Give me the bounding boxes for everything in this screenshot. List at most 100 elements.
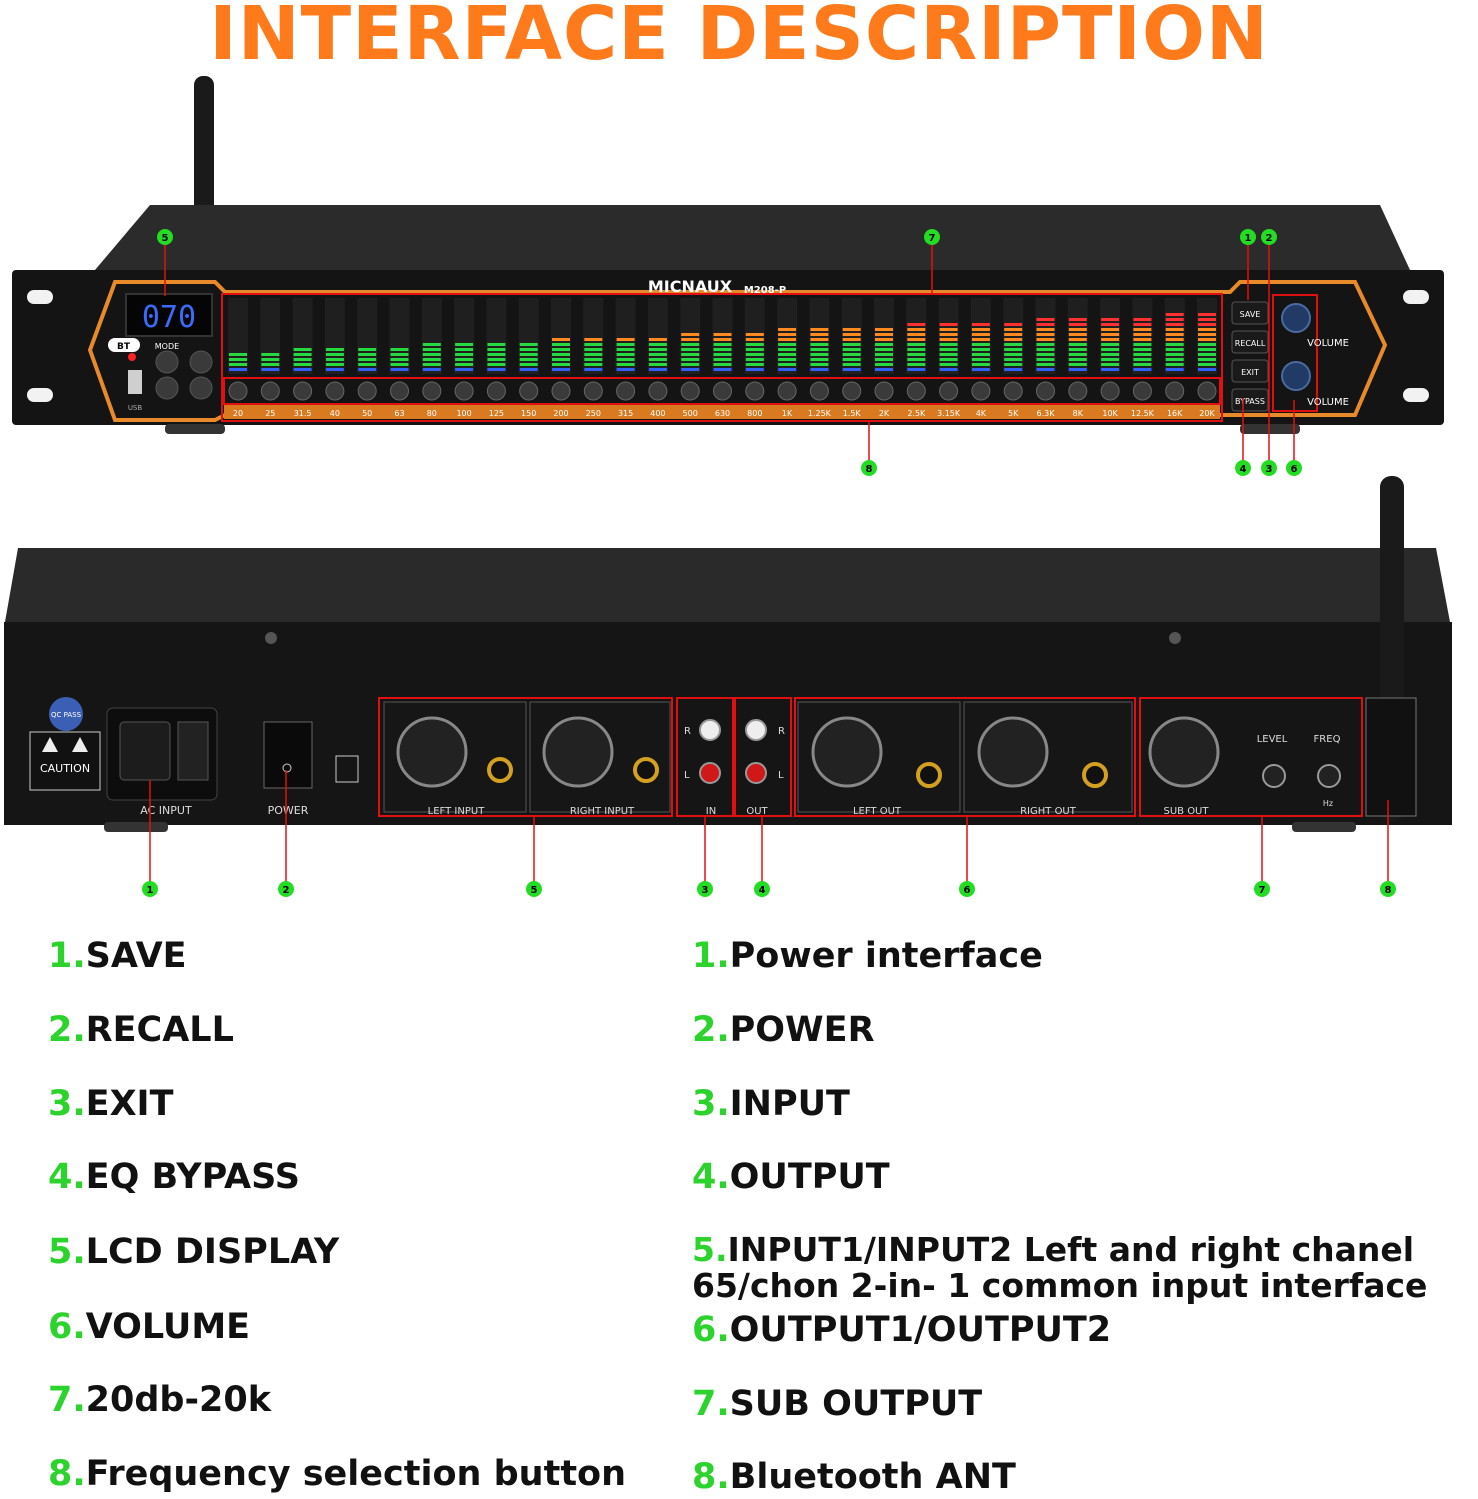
svg-text:6: 6 (964, 885, 971, 896)
frequency-knob-3.15K[interactable] (939, 381, 959, 401)
right-input-label: RIGHT INPUT (570, 806, 635, 817)
right-input-jack[interactable] (633, 757, 659, 783)
eq-frequency-label: 250 (586, 409, 601, 418)
eq-band-10K (1100, 298, 1121, 401)
bypass-button[interactable] (1231, 388, 1269, 412)
frequency-knob-31.5[interactable] (293, 381, 313, 401)
level-label: LEVEL (1257, 734, 1288, 745)
svg-text:4: 4 (759, 885, 766, 896)
frequency-knob-6.3K[interactable] (1036, 381, 1055, 401)
frequency-knob-80[interactable] (422, 381, 442, 401)
frequency-knob-1K[interactable] (777, 381, 797, 401)
frequency-knob-2.5K[interactable] (906, 381, 926, 401)
front-callout-2: 2 (1261, 229, 1277, 245)
rear-panel (4, 622, 1452, 825)
frequency-knob-4K[interactable] (971, 381, 991, 401)
svg-text:7: 7 (1259, 885, 1266, 896)
frequency-knob-500[interactable] (680, 381, 700, 401)
frequency-knob-12.5K[interactable] (1132, 381, 1152, 401)
exit-button[interactable] (1231, 359, 1269, 383)
right-list-item-3: 3.INPUT (692, 1084, 850, 1124)
frequency-knob-16K[interactable] (1165, 381, 1185, 401)
frequency-knob-150[interactable] (519, 381, 539, 401)
svg-text:8: 8 (1385, 885, 1392, 896)
power-switch[interactable] (263, 721, 313, 789)
save-button-label: SAVE (1240, 310, 1261, 319)
exit-button-label: EXIT (1241, 368, 1259, 377)
frequency-knob-315[interactable] (616, 381, 636, 401)
svg-text:5: 5 (531, 885, 538, 896)
svg-text:7: 7 (929, 233, 936, 244)
frequency-knob-250[interactable] (583, 381, 603, 401)
eq-band-20K (1197, 298, 1217, 401)
sub-out-xlr[interactable] (1148, 716, 1220, 788)
frequency-knob-10K[interactable] (1100, 381, 1120, 401)
rca-in-right[interactable] (699, 719, 721, 741)
freq-knob[interactable] (1317, 764, 1341, 788)
bt-label: BT (117, 342, 131, 352)
front-callout-3: 3 (1261, 460, 1277, 476)
right-out-xlr[interactable] (977, 716, 1049, 788)
frequency-knob-125[interactable] (486, 381, 506, 401)
frequency-knob-5K[interactable] (1003, 381, 1023, 401)
eq-band-63 (389, 298, 410, 401)
rca-in-label: IN (706, 806, 716, 817)
frequency-knob-200[interactable] (551, 381, 571, 401)
eq-band-3.15K (938, 298, 959, 401)
play-knob[interactable] (155, 376, 179, 400)
recall-button[interactable] (1231, 330, 1269, 354)
frequency-knob-100[interactable] (454, 381, 474, 401)
frequency-knob-8K[interactable] (1068, 381, 1088, 401)
frequency-knob-1.25K[interactable] (809, 381, 829, 401)
frequency-knob-25[interactable] (260, 381, 280, 401)
volume-knob-2[interactable] (1281, 361, 1311, 391)
volume-label-2: VOLUME (1307, 397, 1349, 408)
qc-label: QC PASS (51, 711, 82, 719)
frequency-knob-2K[interactable] (874, 381, 894, 401)
eq-band-100 (454, 298, 475, 401)
frequency-knob-400[interactable] (648, 381, 668, 401)
eq-band-6.3K (1035, 298, 1056, 401)
front-callout-8: 8 (861, 460, 877, 476)
rca-in-r-label: R (684, 726, 691, 737)
rca-in-left[interactable] (699, 762, 721, 784)
right-out-jack[interactable] (1082, 762, 1108, 788)
volume-knob-1[interactable] (1281, 303, 1311, 333)
eq-frequency-label: 6.3K (1037, 409, 1056, 418)
save-button[interactable] (1231, 301, 1269, 325)
eq-frequency-label: 16K (1167, 409, 1183, 418)
frequency-knob-630[interactable] (713, 381, 732, 401)
frequency-knob-50[interactable] (357, 381, 377, 401)
right-input-xlr[interactable] (542, 716, 614, 788)
caution-label: CAUTION (40, 762, 90, 775)
frequency-knob-800[interactable] (745, 381, 765, 401)
page-title: INTERFACE DESCRIPTION (209, 0, 1269, 77)
next-knob[interactable] (189, 350, 213, 374)
eq-band-630 (712, 298, 733, 401)
bypass-button-label: BYPASS (1235, 397, 1265, 406)
frequency-knob-1.5K[interactable] (842, 381, 862, 401)
frequency-knob-40[interactable] (325, 381, 345, 401)
eq-band-4K (970, 298, 991, 401)
eq-frequency-label: 20K (1199, 409, 1215, 418)
rca-out-right[interactable] (745, 719, 767, 741)
eq-band-25 (260, 298, 281, 401)
frequency-knob-20K[interactable] (1197, 381, 1217, 401)
rca-out-left[interactable] (745, 762, 767, 784)
prev-knob[interactable] (189, 376, 213, 400)
frequency-knob-20[interactable] (228, 381, 248, 401)
left-input-jack[interactable] (487, 757, 513, 783)
eq-frequency-label: 63 (394, 409, 404, 418)
level-knob[interactable] (1262, 764, 1286, 788)
rear-callout-3: 3 (697, 881, 713, 897)
mode-knob[interactable] (155, 350, 179, 374)
frequency-knob-63[interactable] (390, 381, 409, 401)
left-input-xlr[interactable] (396, 716, 468, 788)
eq-band-20 (228, 298, 248, 401)
left-out-jack[interactable] (916, 762, 942, 788)
eq-band-500 (680, 298, 701, 401)
left-out-xlr[interactable] (811, 716, 883, 788)
eq-frequency-label: 1K (782, 409, 793, 418)
model-label: M208-P (744, 285, 786, 296)
